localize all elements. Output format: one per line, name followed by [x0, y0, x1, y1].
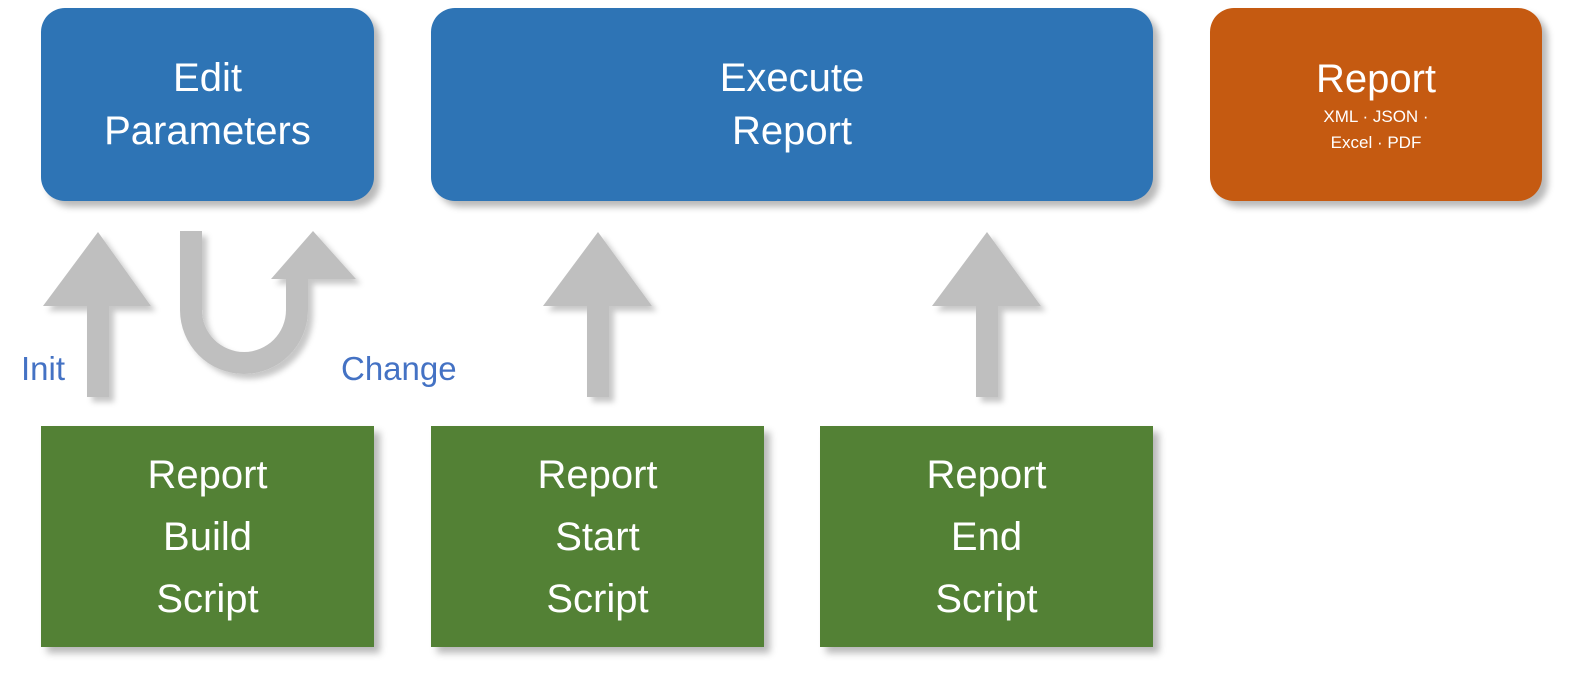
report-build-script-line-3: Script	[156, 576, 259, 621]
report-build-script-line-1: Report	[147, 452, 268, 497]
start-script-up-arrow	[543, 232, 652, 397]
edit-parameters-box: Edit Parameters	[41, 8, 374, 201]
change-uturn-arrow	[180, 231, 356, 374]
report-end-script-line-3: Script	[935, 576, 1038, 621]
report-end-script-line-2: End	[950, 514, 1023, 559]
report-build-script-line-2: Build	[163, 514, 252, 559]
execute-report-line-1: Execute	[719, 55, 865, 100]
end-script-up-arrow	[932, 232, 1041, 397]
edit-parameters-line-2: Parameters	[104, 108, 311, 153]
report-start-script-line-2: Start	[555, 514, 640, 559]
report-end-script-line-1: Report	[926, 452, 1047, 497]
execute-report-box: Execute Report	[431, 8, 1153, 201]
report-end-script-box: Report End Script	[820, 426, 1153, 647]
report-build-script-box: Report Build Script	[41, 426, 374, 647]
init-up-arrow	[43, 232, 151, 397]
change-label: Change	[341, 350, 457, 387]
execute-report-line-2: Report	[731, 108, 853, 153]
report-formats-line-1: XML · JSON ·	[1323, 106, 1429, 126]
report-formats-line-2: Excel · PDF	[1330, 132, 1422, 152]
report-output-title: Report	[1315, 56, 1437, 101]
init-label: Init	[21, 350, 66, 387]
report-start-script-line-3: Script	[546, 576, 649, 621]
report-output-box: Report XML · JSON · Excel · PDF	[1210, 8, 1542, 201]
edit-parameters-line-1: Edit	[173, 55, 242, 100]
report-start-script-line-1: Report	[537, 452, 658, 497]
report-start-script-box: Report Start Script	[431, 426, 764, 647]
